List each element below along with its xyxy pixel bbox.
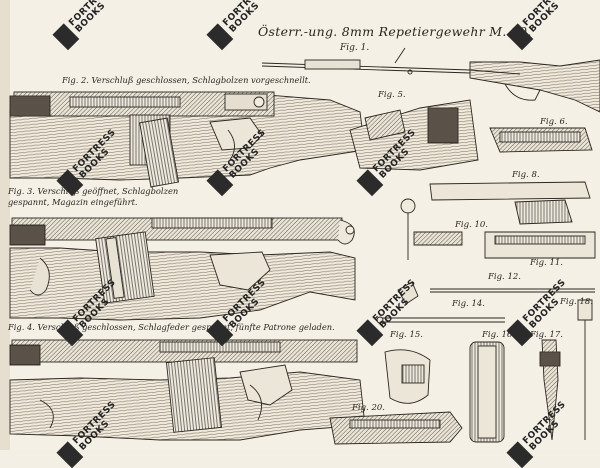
engraving-plate: Österr.-ung. 8mm Repetiergewehr M. 90. F…	[0, 0, 600, 450]
fig11-caption: Fig. 11.	[530, 258, 563, 268]
fig15-caption: Fig. 15.	[390, 330, 423, 340]
fig15-18-drawing	[384, 299, 593, 443]
fig3-action-drawing	[9, 217, 356, 321]
fig20-drawing	[329, 411, 463, 445]
engraving-artwork	[0, 0, 600, 450]
fig17-caption: Fig. 17.	[530, 330, 563, 340]
fig14-caption: Fig. 14.	[452, 299, 485, 309]
fig4-action-drawing	[9, 339, 366, 441]
fig10-11-drawing	[400, 198, 596, 260]
plate-title: Österr.-ung. 8mm Repetiergewehr M. 90.	[258, 24, 532, 39]
fig5-caption: Fig. 5.	[378, 90, 406, 100]
fig1-rifle-drawing	[261, 47, 600, 113]
fig12-caption: Fig. 12.	[488, 272, 521, 282]
fig16-caption: Fig. 16.	[482, 330, 515, 340]
fig8-caption: Fig. 8.	[512, 170, 540, 180]
fig1-caption: Fig. 1.	[340, 43, 370, 53]
fig6-caption: Fig. 6.	[540, 117, 568, 127]
fig20-caption: Fig. 20.	[352, 403, 385, 413]
fig8-drawing	[429, 181, 591, 225]
fig6-drawing	[489, 127, 593, 153]
fig3-caption: Fig. 3. Verschluß geöffnet, Schlagbolzen…	[8, 186, 179, 207]
fig10-caption: Fig. 10.	[455, 220, 488, 230]
fig2-caption: Fig. 2. Verschluß geschlossen, Schlagbol…	[62, 75, 311, 85]
fig18-caption: Fig. 18.	[560, 297, 593, 307]
fig4-caption: Fig. 4. Verschluß geschlossen, Schlagfed…	[8, 322, 335, 332]
